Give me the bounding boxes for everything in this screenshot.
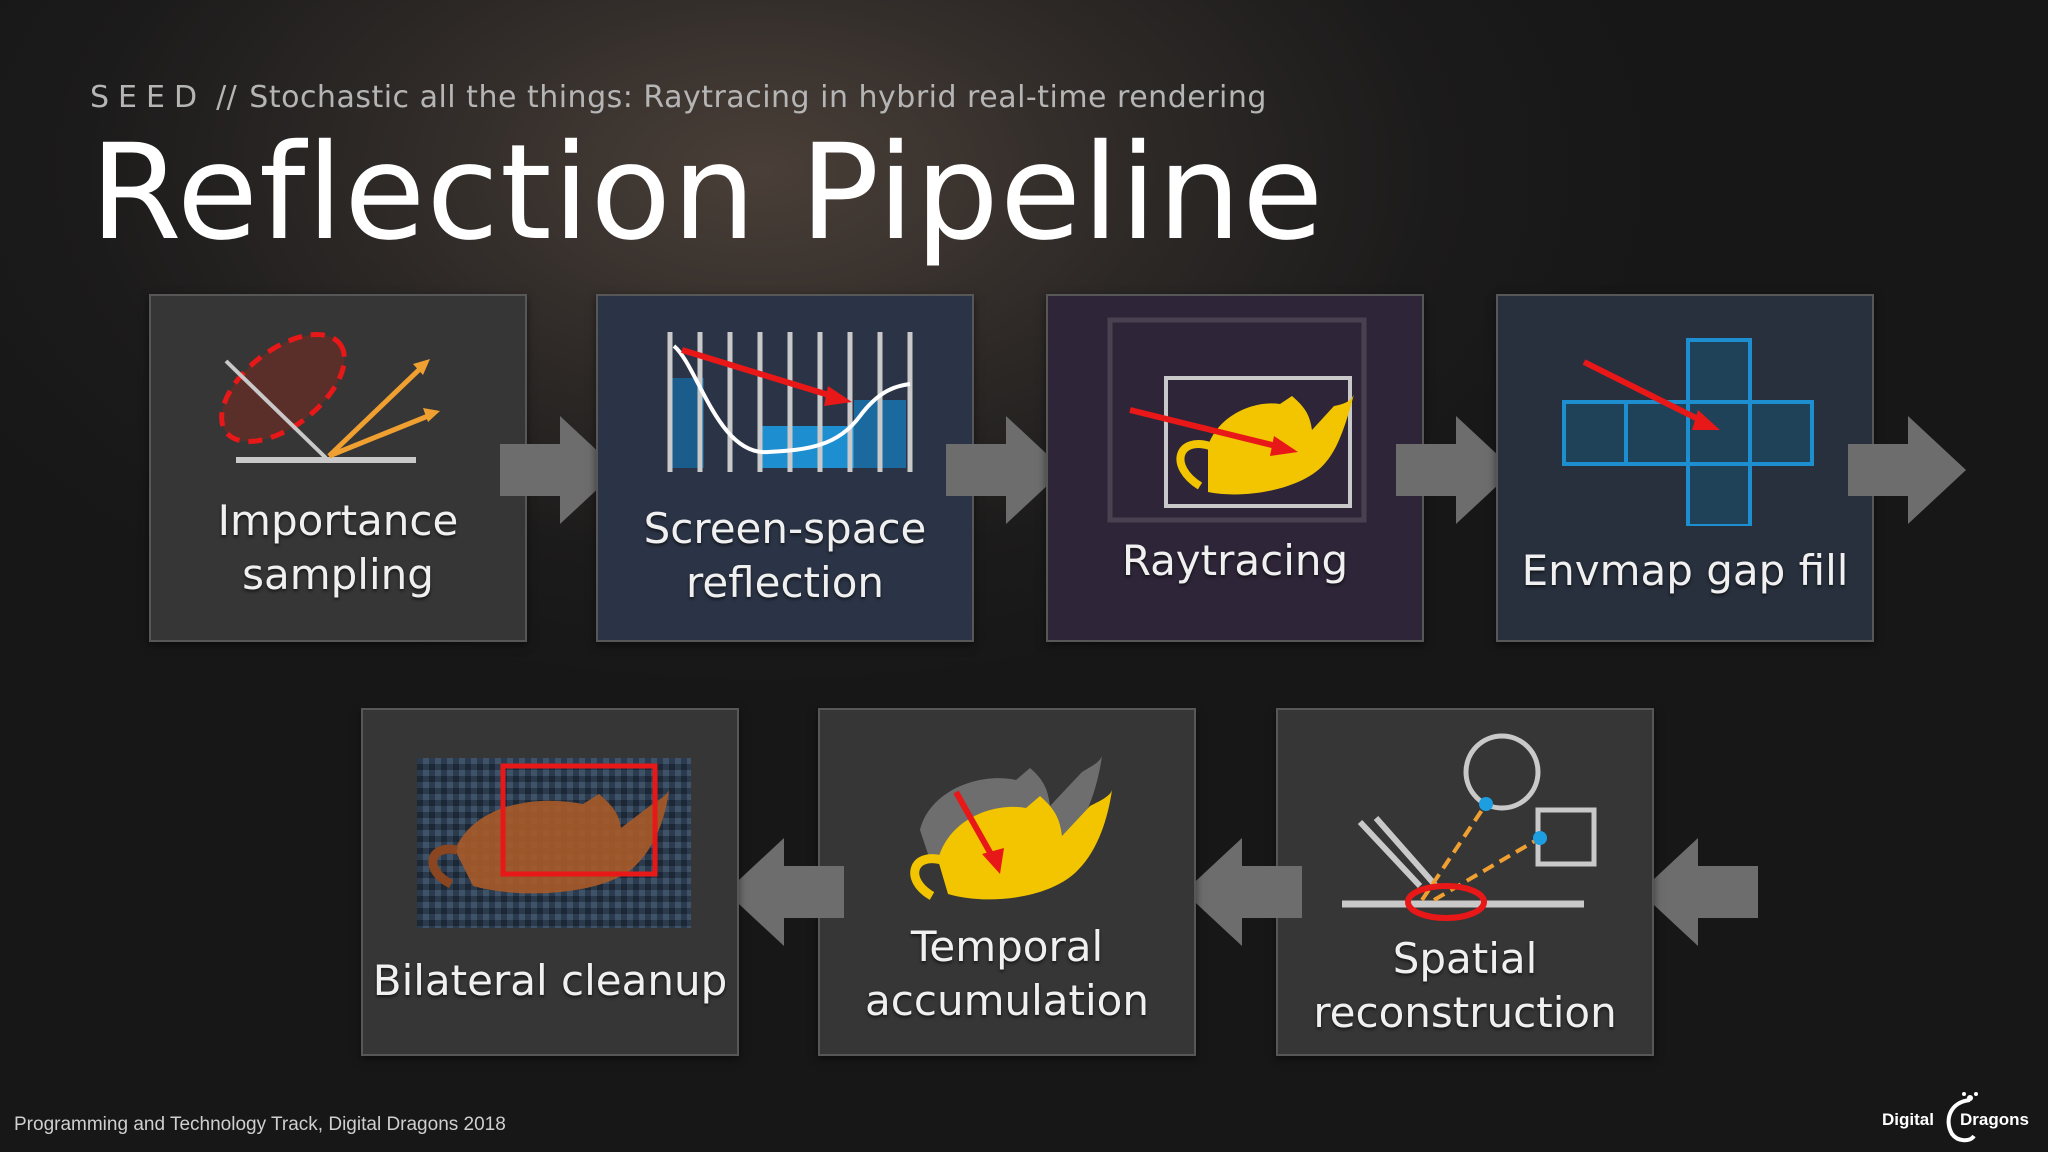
step-temporal-accumulation: Temporal accumulation	[818, 708, 1196, 1056]
brand-label: SEED	[90, 80, 207, 115]
step-label-line1: Spatial	[1392, 934, 1538, 983]
step-envmap-gap-fill: Envmap gap fill	[1496, 294, 1874, 642]
talk-kicker: SEED // Stochastic all the things: Raytrac…	[90, 80, 1267, 115]
step-bilateral-cleanup: Bilateral cleanup	[361, 708, 739, 1056]
step-importance-sampling: Importance sampling	[149, 294, 527, 642]
step-label-line1: Importance	[217, 496, 459, 545]
screen-space-reflection-icon	[667, 332, 913, 472]
importance-sampling-icon	[219, 332, 440, 463]
left-arrow-icon	[1640, 838, 1758, 946]
step-label-line1: Bilateral cleanup	[372, 956, 728, 1005]
step-raytracing: Raytracing	[1046, 294, 1424, 642]
kicker-separator: //	[216, 80, 238, 115]
step-spatial-reconstruction: Spatial reconstruction	[1276, 708, 1654, 1056]
step-label-line1: Temporal	[910, 922, 1104, 971]
step-label-line1: Screen-space	[643, 504, 927, 553]
right-arrow-icon	[1396, 416, 1514, 524]
slide-title: Reflection Pipeline	[90, 116, 1325, 270]
step-label-line1: Raytracing	[1121, 536, 1349, 585]
dragon-icon	[1946, 1092, 1978, 1143]
right-arrow-icon	[1848, 416, 1966, 524]
bilateral-cleanup-icon	[417, 758, 691, 928]
digital-dragons-logo: Digital Dragons	[1878, 1086, 2038, 1146]
footer-track: Programming and Technology Track, Digita…	[14, 1114, 506, 1135]
temporal-accumulation-icon	[910, 756, 1112, 900]
logo-word-digital: Digital	[1882, 1110, 1934, 1129]
talk-title: Stochastic all the things: Raytracing in…	[249, 80, 1267, 115]
left-arrow-icon	[726, 838, 844, 946]
step-label-line2: reconstruction	[1313, 988, 1617, 1037]
right-arrow-icon	[946, 416, 1064, 524]
raytracing-icon	[1107, 317, 1367, 523]
step-label-line2: reflection	[685, 558, 885, 607]
left-arrow-icon	[1184, 838, 1302, 946]
step-label-line1: Envmap gap fill	[1521, 546, 1849, 595]
step-label-line2: accumulation	[865, 976, 1149, 1025]
step-screen-space-reflection: Screen-space reflection	[596, 294, 974, 642]
right-arrow-icon	[500, 416, 618, 524]
step-label-line2: sampling	[242, 550, 434, 599]
envmap-cubemap-icon	[1562, 338, 1814, 526]
spatial-reconstruction-icon	[1342, 733, 1597, 921]
logo-word-dragons: Dragons	[1960, 1110, 2029, 1129]
